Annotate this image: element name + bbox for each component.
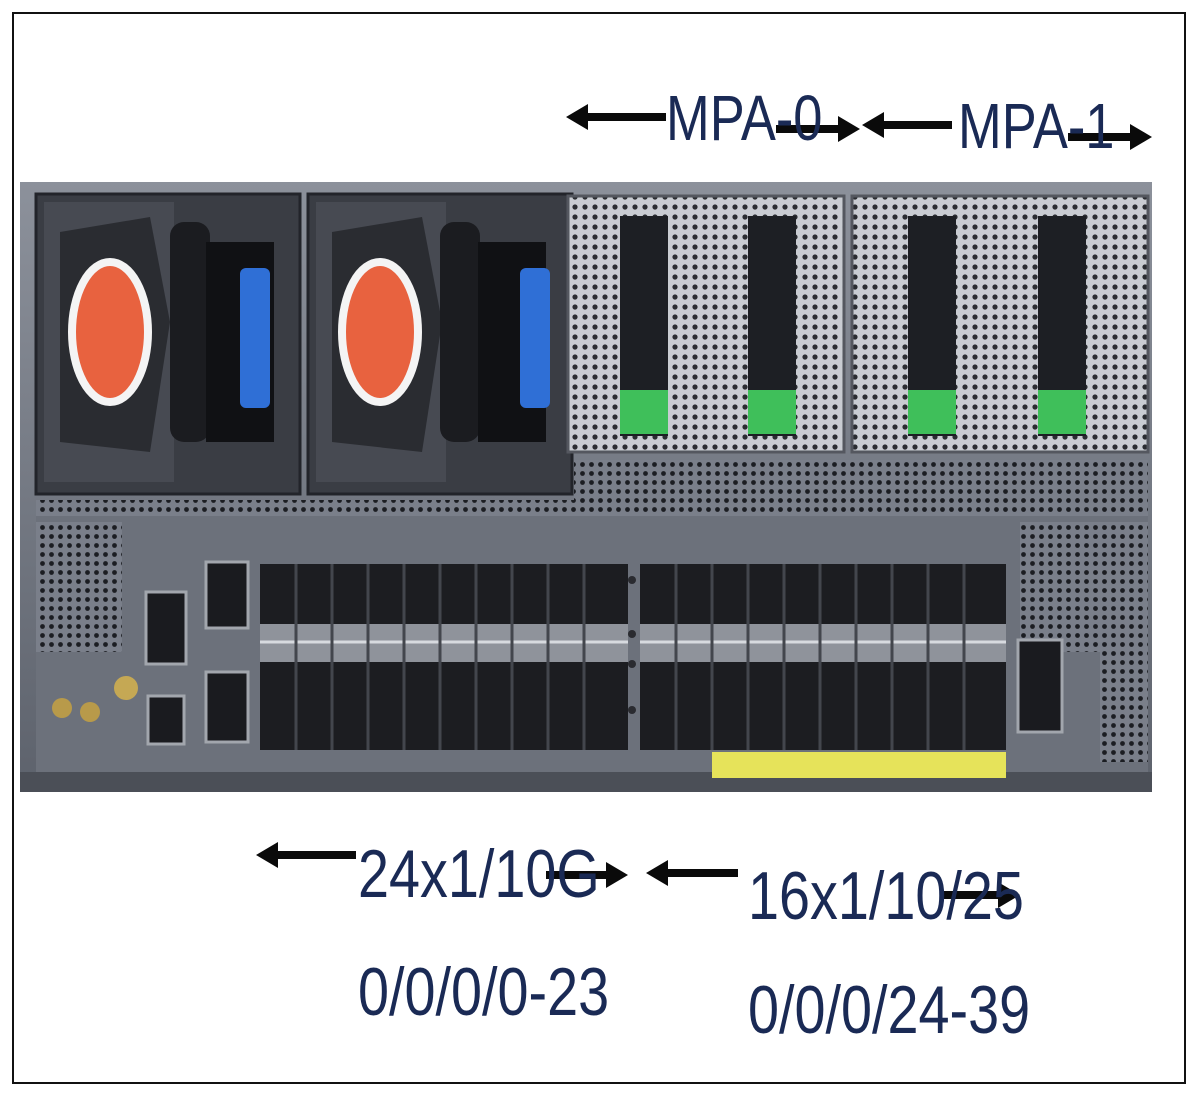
group-a-left-arrow: [256, 842, 356, 868]
psu2-fan-icon: [338, 258, 422, 406]
mpa0-card: [566, 194, 846, 454]
group-a-speed-label: 24x1/10G: [358, 836, 600, 912]
mpa0-right-arrow: [776, 116, 860, 142]
power-supply-2: [306, 192, 574, 496]
mpa1-left-arrow: [862, 112, 952, 138]
group-b-speed-label: 16x1/10/25: [748, 858, 1024, 934]
sfp-group-b: [640, 564, 1006, 778]
group-b-ports-label: 0/0/0/24-39: [748, 972, 1031, 1048]
group-a-right-arrow: [546, 862, 628, 888]
mpa0-left-arrow: [566, 104, 666, 130]
group-b-right-arrow: [940, 882, 1020, 908]
group-b-left-arrow: [646, 860, 738, 886]
psu1-fan-icon: [68, 258, 152, 406]
router-chassis: [20, 182, 1152, 792]
mpa1-label: MPA-1: [958, 90, 1115, 162]
psu1-latch-icon: [240, 268, 270, 408]
sfp-group-a: [260, 564, 628, 750]
psu2-latch-icon: [520, 268, 550, 408]
mpa1-right-arrow: [1068, 124, 1152, 150]
port-highlight-strip: [712, 752, 1006, 778]
mpa1-card: [850, 194, 1150, 454]
mpa0-label: MPA-0: [666, 82, 823, 154]
power-supply-1: [34, 192, 302, 496]
group-a-ports-label: 0/0/0/0-23: [358, 954, 610, 1030]
